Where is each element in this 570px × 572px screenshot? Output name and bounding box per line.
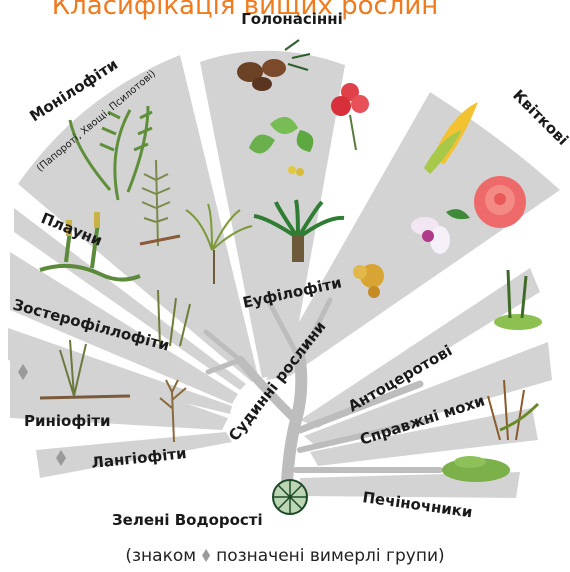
label-angiosperms: Квіткові xyxy=(509,86,570,149)
legend-footnote: (знаком позначені вимерлі групи) xyxy=(0,546,570,566)
label-green-algae: Зелені Водорості xyxy=(112,511,263,529)
alga-cell-icon xyxy=(273,480,307,514)
footnote-after: позначені вимерлі групи) xyxy=(216,546,445,566)
liverwort-icon xyxy=(442,456,510,482)
label-gymnosperms: Голонасінні xyxy=(241,10,343,28)
extinct-diamond-icon xyxy=(202,549,210,562)
label-rhyniophytes: Риніофіти xyxy=(24,412,111,430)
footnote-before: (знаком xyxy=(125,546,196,566)
